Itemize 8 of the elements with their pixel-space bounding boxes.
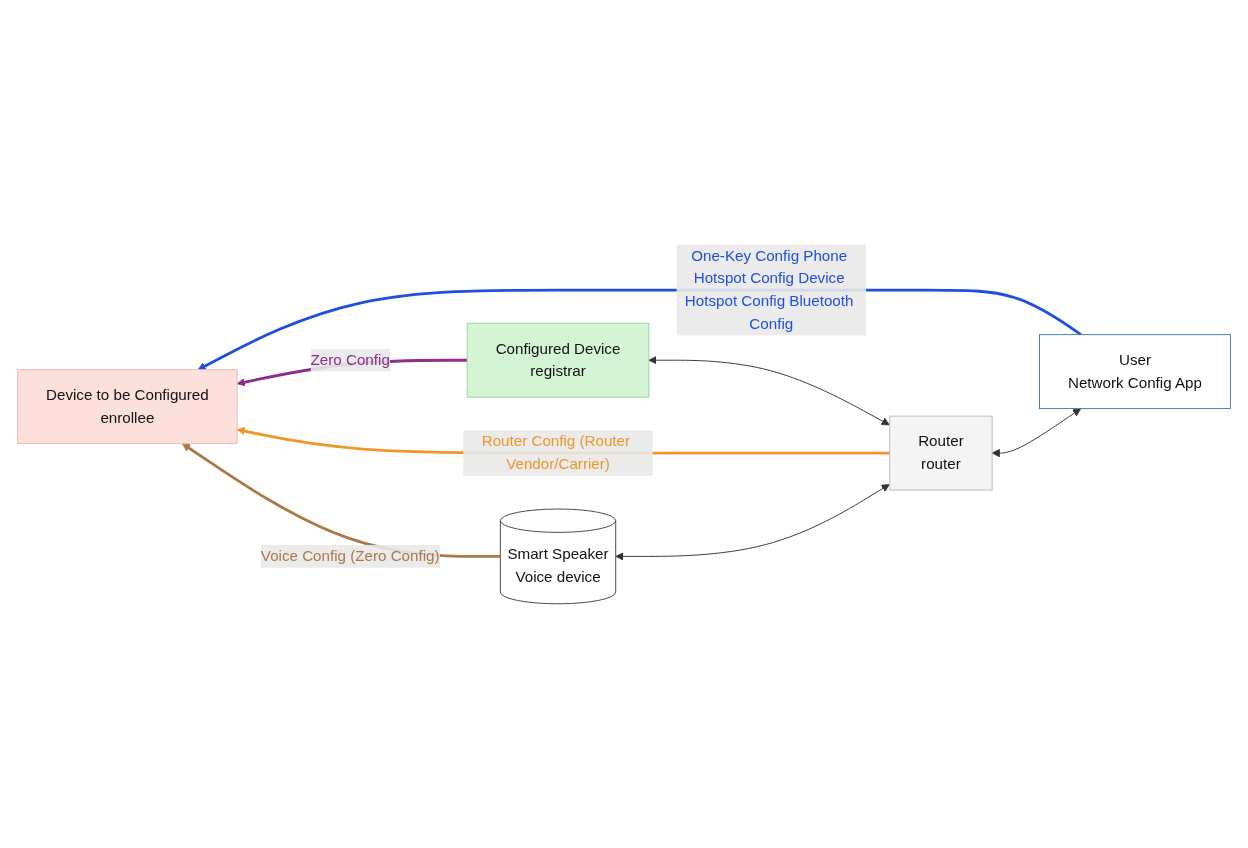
edge-label: One-Key Config Phone Hotspot Config Device Hotspot Config Bluetooth Config (684, 247, 854, 332)
node-box: Router router (889, 415, 993, 491)
edge-label: Router Config (Router Vendor/Carrier) (481, 433, 631, 472)
node-box: User Network Config App (1039, 333, 1231, 409)
node-box: Device to be Configured enrollee (17, 369, 238, 444)
node-box: Configured Device registrar (466, 322, 650, 398)
edge-label: Voice Config (Zero Config) (260, 547, 440, 564)
edge-label: Zero Config (310, 351, 390, 368)
